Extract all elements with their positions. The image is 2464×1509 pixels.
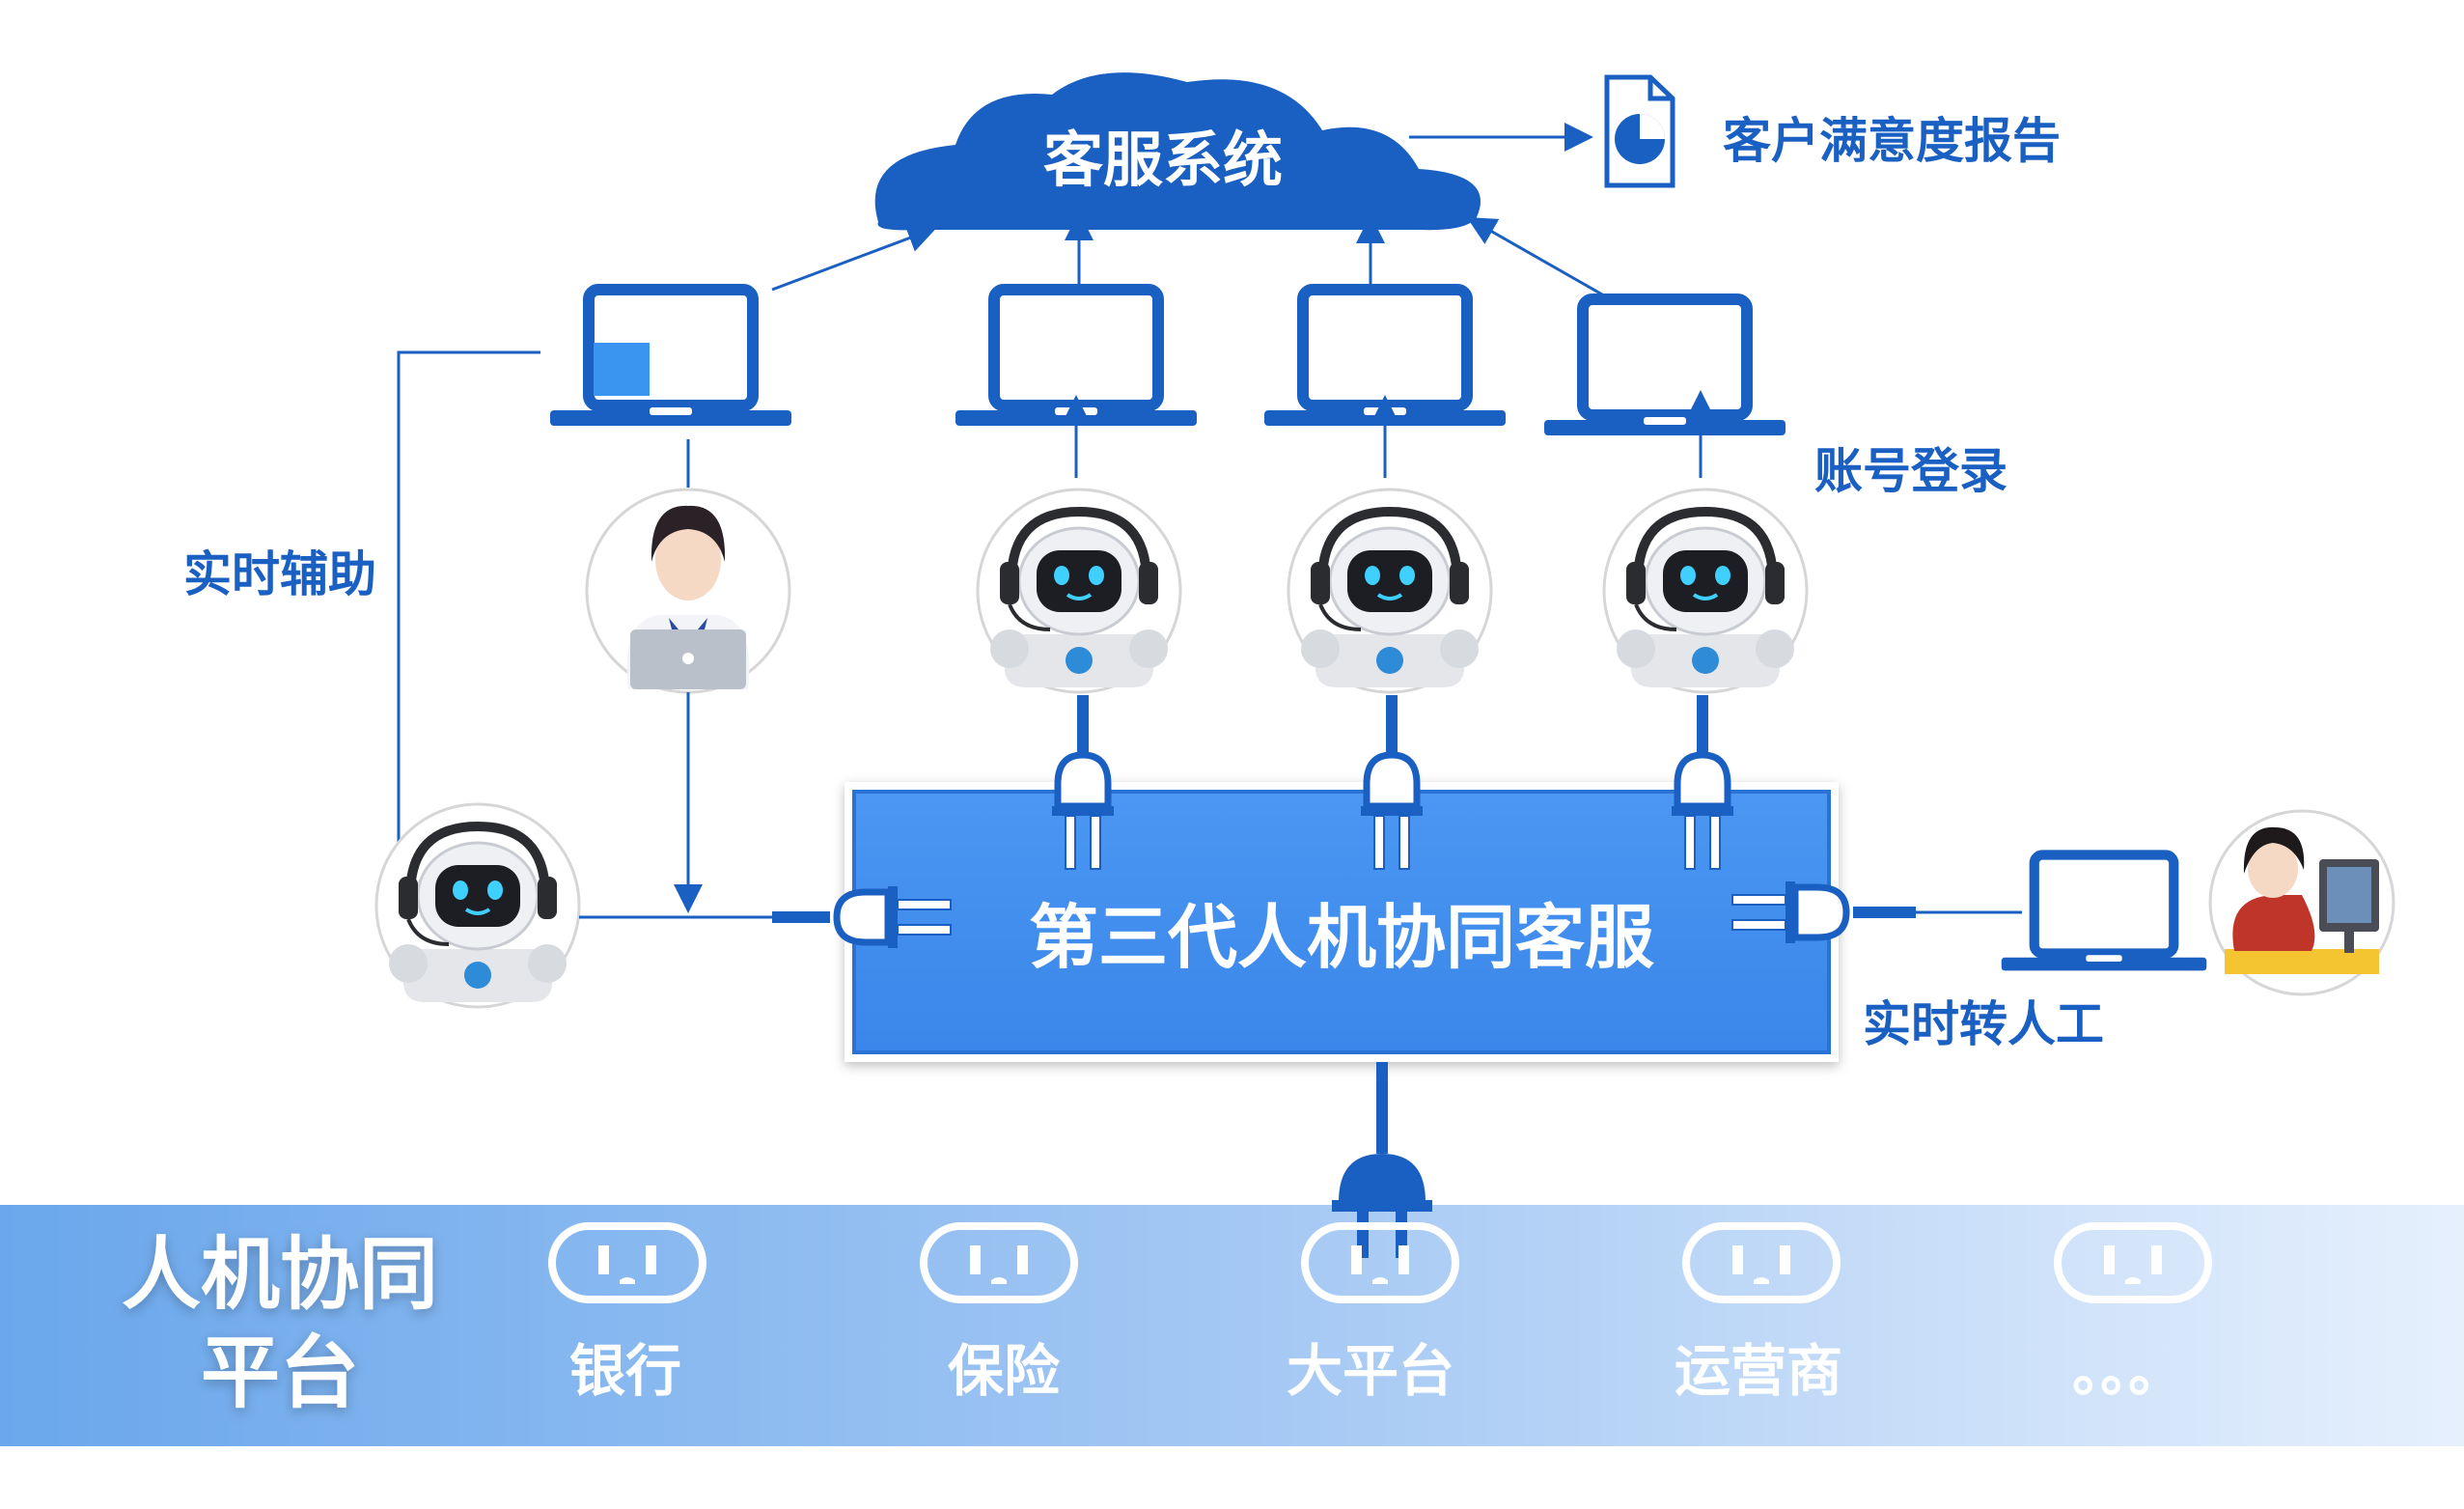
report-label: 客户满意度报告 — [1723, 113, 2061, 169]
socket-label-bank: 银行 — [569, 1338, 681, 1404]
socket-label-more: 。。。 — [2072, 1338, 2184, 1404]
robot-agent-avatar — [1288, 489, 1491, 692]
cloud-icon — [874, 72, 1481, 231]
account-login-label: 账号登录 — [1814, 443, 2007, 499]
socket-label-carrier: 运营商 — [1675, 1338, 1842, 1404]
realtime-assist-label: 实时辅助 — [183, 546, 376, 602]
platform-band — [0, 1205, 2464, 1446]
human-agent-avatar — [585, 488, 791, 694]
hub-label: 第三代人机协同客服 — [1029, 897, 1654, 978]
robot-agent-avatar — [376, 804, 579, 1007]
robot-agent-avatar — [978, 489, 1180, 692]
platform-title-line1: 人机协同 — [122, 1229, 438, 1321]
realtime-transfer-label: 实时转人工 — [1863, 996, 2104, 1052]
human-agent-avatar — [2208, 809, 2395, 996]
socket-label-big-platform: 大平台 — [1287, 1338, 1454, 1404]
hub-box — [852, 790, 1831, 1054]
laptop-icon — [2002, 855, 2207, 971]
pie-chart-document-icon — [1604, 74, 1675, 188]
assist-line — [397, 350, 540, 917]
robot-agent-avatar — [1604, 489, 1807, 692]
arrow-laptop4-cloud — [1466, 217, 1603, 296]
cloud-label: 客服系统 — [1043, 125, 1283, 195]
socket-label-insurance: 保险 — [948, 1338, 1061, 1404]
arrow-laptop1-cloud — [771, 224, 937, 292]
platform-title-line2: 平台 — [201, 1327, 359, 1419]
laptop-icon — [550, 290, 791, 426]
laptop-icon — [1544, 299, 1786, 435]
